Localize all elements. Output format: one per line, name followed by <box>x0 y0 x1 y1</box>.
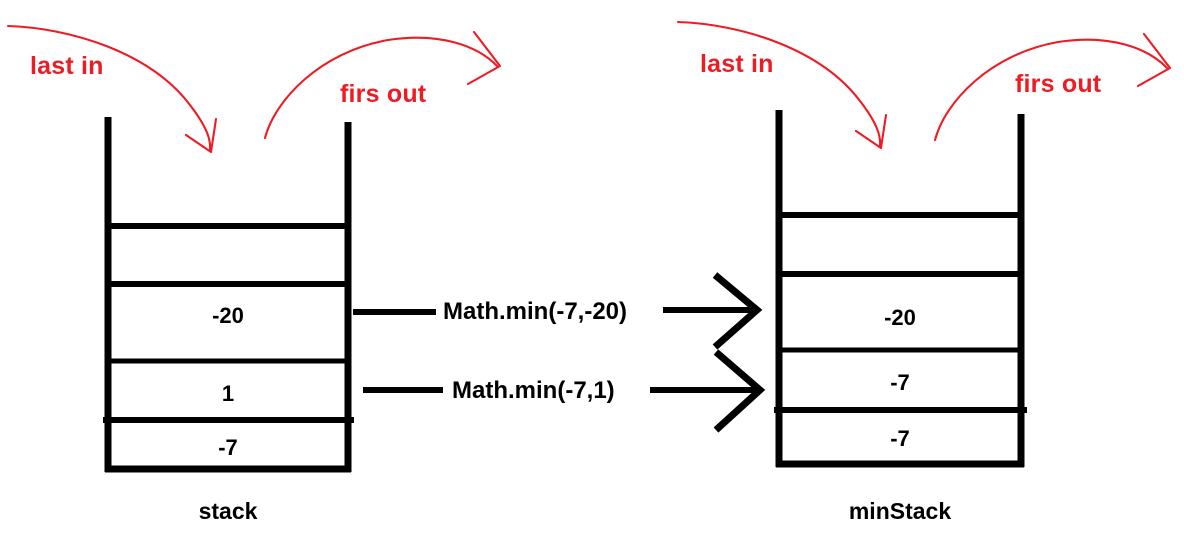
minstack-firs-out-arrow <box>933 32 1172 142</box>
minstack-firs-out-arrowhead <box>1136 32 1172 88</box>
stack-firs-out-arrowhead <box>466 30 502 86</box>
stack-last-in-arrowhead <box>184 117 218 154</box>
stack-firs-out-curve <box>263 36 499 140</box>
connector-top-label: Math.min(-7,-20) <box>443 298 628 325</box>
minstack-last-in-label: last in <box>700 50 774 78</box>
connector-bottom-label: Math.min(-7,1) <box>452 377 615 404</box>
connector-top-arrow <box>353 272 763 350</box>
minstack-last-in-arrowhead <box>854 113 888 150</box>
stack-last-in-label: last in <box>30 52 104 80</box>
stack-caption: stack <box>198 498 258 524</box>
minstack-firs-out-curve <box>933 38 1169 142</box>
connector-bottom-arrow <box>363 349 766 433</box>
stack-last-in-curve <box>6 24 212 152</box>
minstack-last-in-arrow <box>676 20 888 150</box>
stack-last-in-arrow <box>6 24 218 154</box>
minstack-cell-value-5: -7 <box>890 426 910 451</box>
stack-firs-out-arrow <box>263 30 502 140</box>
minstack-container <box>774 110 1027 468</box>
minstack-last-in-curve <box>676 20 882 148</box>
connector-bottom-arrowhead <box>713 349 766 433</box>
stack-firs-out-label: firs out <box>340 80 427 108</box>
minstack-firs-out-label: firs out <box>1015 70 1102 98</box>
stack-cell-value-4: 1 <box>221 381 235 406</box>
minstack-cell-value-4: -7 <box>890 370 910 395</box>
stack-container <box>103 117 354 473</box>
connector-top-arrowhead <box>712 272 763 350</box>
stack-cell-value-3: -20 <box>212 303 244 328</box>
minstack-caption: minStack <box>848 498 952 524</box>
stack-cell-value-5: -7 <box>218 435 238 460</box>
minstack-cell-value-3: -20 <box>884 305 916 330</box>
